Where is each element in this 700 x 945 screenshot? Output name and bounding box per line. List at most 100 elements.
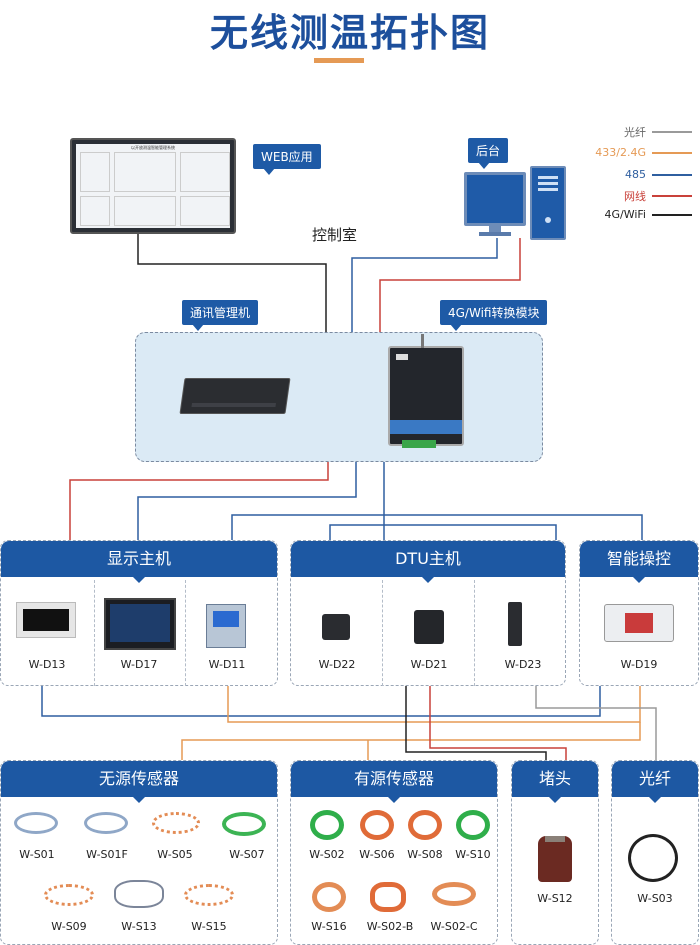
line-485-display [137, 462, 357, 540]
line-485-smart [231, 514, 643, 540]
legend-label: 4G/WiFi [604, 208, 646, 221]
sensor-w-s10-image [456, 810, 490, 840]
device-label: W-S09 [51, 920, 87, 933]
legend-fiber: 光纤 [624, 124, 692, 140]
legend-swatch [652, 213, 692, 216]
tag-module: 4G/Wifi转换模块 [440, 300, 548, 331]
divider [94, 580, 95, 686]
line-net-display [69, 462, 329, 540]
device-label: W-S01 [19, 848, 55, 861]
legend-net: 网线 [624, 188, 692, 204]
device-label: W-D17 [120, 658, 158, 671]
screen-panel [180, 152, 230, 192]
line-433-1 [227, 686, 641, 723]
screen-panel [80, 196, 110, 226]
divider [474, 580, 475, 686]
section-fiber: 光纤 [611, 760, 699, 945]
sensor-w-s03-image [628, 834, 678, 882]
divider [382, 580, 383, 686]
screen-panel [180, 196, 230, 226]
line-485-dtu-left [329, 524, 557, 540]
device-label: W-D19 [620, 658, 658, 671]
divider [185, 580, 186, 686]
section-title: 有源传感器 [291, 761, 497, 803]
legend-swatch [652, 195, 692, 197]
module-device [388, 346, 464, 446]
legend-swatch [652, 173, 692, 176]
legend-label: 网线 [624, 190, 646, 203]
device-label: W-D22 [318, 658, 356, 671]
sensor-w-s12-image [538, 836, 572, 882]
screen-panel [80, 152, 110, 192]
sensor-w-s01f-image [84, 812, 128, 834]
module-antenna [421, 334, 424, 348]
device-label: W-D11 [208, 658, 246, 671]
device-w-d23-image [508, 602, 522, 646]
section-title: DTU主机 [291, 541, 565, 583]
monitor-screen: 以开放测温智能管理系统 [70, 138, 236, 234]
title-underline [314, 58, 364, 63]
screen-panel [114, 152, 176, 192]
device-label: W-S02 [309, 848, 345, 861]
device-label: W-S13 [121, 920, 157, 933]
line-net-lower [429, 686, 567, 760]
device-label: W-S16 [311, 920, 347, 933]
device-label: W-D21 [410, 658, 448, 671]
pc-monitor [464, 172, 526, 226]
line-485-pc [351, 238, 498, 332]
pc-tower [530, 166, 566, 240]
device-label: W-S02-C [430, 920, 478, 933]
legend-label: 485 [625, 168, 646, 181]
screen-title: 以开放测温智能管理系统 [131, 145, 175, 150]
device-w-d11-image [206, 604, 246, 648]
device-label: W-S07 [229, 848, 265, 861]
control-room-label: 控制室 [312, 226, 358, 244]
tag-comm-manager: 通讯管理机 [182, 300, 259, 331]
device-w-d13-image [16, 602, 76, 638]
device-label: W-S10 [455, 848, 491, 861]
pc-stand [489, 226, 501, 232]
comm-manager-device [179, 378, 291, 414]
sensor-w-s06-image [360, 810, 394, 840]
screen-panel [114, 196, 176, 226]
sensor-w-s02-image [310, 810, 344, 840]
legend-swatch [652, 151, 692, 154]
tag-web: WEB应用 [253, 144, 321, 175]
legend-485: 485 [625, 168, 692, 181]
device-label: W-S06 [359, 848, 395, 861]
sensor-w-s09-image [44, 884, 94, 906]
legend-swatch [652, 131, 692, 133]
device-w-d22-image [322, 614, 350, 640]
sensor-w-s01-image [14, 812, 58, 834]
sensor-w-s15-image [184, 884, 234, 906]
line-485-lower-1 [41, 686, 601, 717]
device-label: W-D23 [504, 658, 542, 671]
device-label: W-D13 [28, 658, 66, 671]
legend-label: 433/2.4G [595, 146, 646, 159]
section-active-sensor: 有源传感器 [290, 760, 498, 945]
sensor-w-s08-image [408, 810, 442, 840]
line-fiber [535, 686, 657, 760]
device-w-d17-image [104, 598, 176, 650]
sensor-w-s13-image [114, 880, 164, 908]
page-title: 无线测温拓扑图 [209, 11, 490, 55]
comm-box [135, 332, 543, 462]
device-label: W-S15 [191, 920, 227, 933]
section-title: 堵头 [512, 761, 598, 803]
section-title: 光纤 [612, 761, 698, 803]
device-label: W-S05 [157, 848, 193, 861]
section-title: 显示主机 [1, 541, 277, 583]
sensor-w-s02-c-image [432, 882, 476, 906]
sensor-w-s05-image [152, 812, 200, 834]
legend-4g: 4G/WiFi [604, 208, 692, 221]
device-label: W-S03 [637, 892, 673, 905]
section-passive-sensor: 无源传感器 [0, 760, 278, 945]
tag-backend: 后台 [468, 138, 509, 169]
line-black-lower [405, 686, 547, 760]
screen-content: 以开放测温智能管理系统 [76, 144, 230, 228]
sensor-w-s02-b-image [370, 882, 406, 912]
module-terminals [402, 440, 436, 448]
pc-base [479, 232, 511, 236]
device-w-d19-image [604, 604, 674, 642]
legend-label: 光纤 [624, 126, 646, 139]
